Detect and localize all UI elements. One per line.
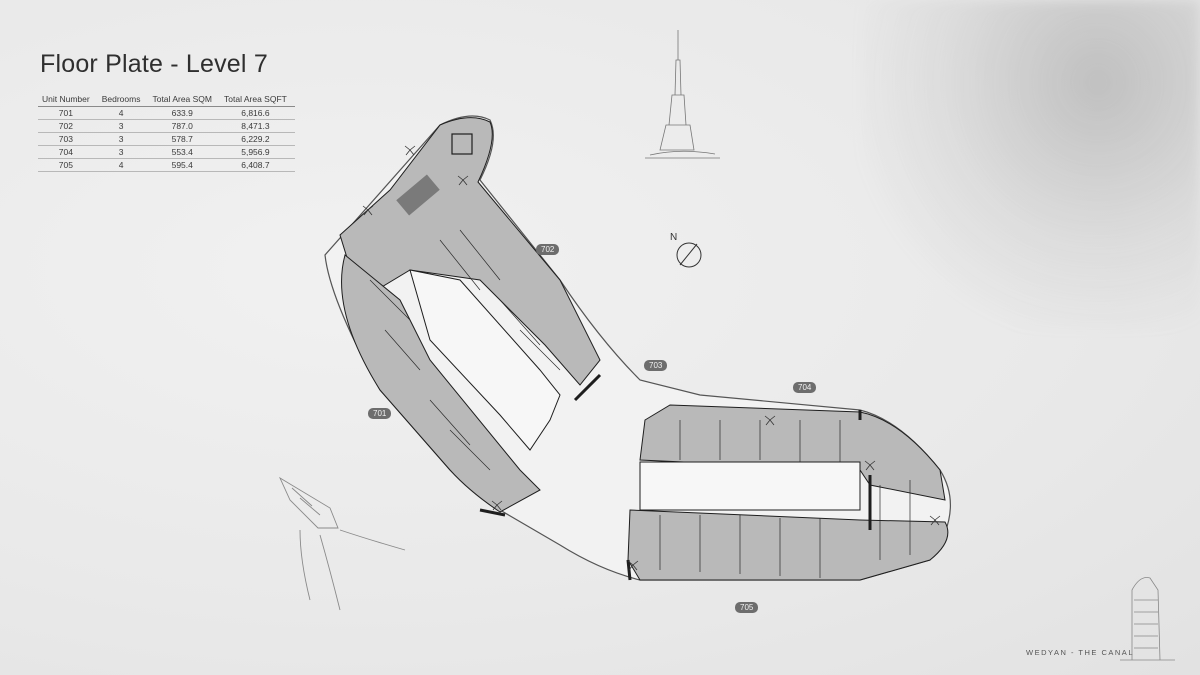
cell-sqft: 5,956.9: [220, 145, 295, 159]
header-bedrooms: Bedrooms: [97, 92, 149, 107]
unit-tag-703: 703: [644, 360, 668, 371]
unit-tag-702: 702: [536, 244, 560, 255]
unit-tag-701: 701: [368, 408, 392, 419]
cell-unit: 701: [38, 106, 98, 120]
cell-unit: 704: [38, 145, 98, 159]
unit-705-area: [627, 509, 949, 581]
page-title: Floor Plate - Level 7: [40, 50, 268, 78]
table-row: 704 3 553.4 5,956.9: [38, 145, 295, 159]
cell-bedrooms: 4: [97, 158, 149, 172]
header-area-sqft: Total Area SQFT: [220, 92, 295, 107]
header-unit-number: Unit Number: [38, 92, 98, 107]
unit-area-table: Unit Number Bedrooms Total Area SQM Tota…: [38, 92, 295, 172]
compass-icon: [676, 242, 702, 268]
boat-sketch: [278, 476, 406, 611]
building-sketch: [1120, 577, 1175, 661]
cell-bedrooms: 3: [97, 119, 149, 133]
cell-bedrooms: 4: [97, 106, 149, 120]
table-row: 701 4 633.9 6,816.6: [38, 106, 295, 120]
cell-unit: 702: [38, 119, 98, 133]
cell-sqft: 6,229.2: [220, 132, 295, 146]
header-area-sqm: Total Area SQM: [148, 92, 220, 107]
corridor-north: [409, 269, 561, 451]
table-row: 702 3 787.0 8,471.3: [38, 119, 295, 133]
unit-tag-704: 704: [793, 382, 817, 393]
unit-701-area: [341, 254, 541, 513]
cell-unit: 705: [38, 158, 98, 172]
cell-sqm: 787.0: [148, 119, 220, 133]
corridor-east: [639, 461, 861, 511]
cell-sqm: 633.9: [148, 106, 220, 120]
cell-bedrooms: 3: [97, 145, 149, 159]
table-row: 703 3 578.7 6,229.2: [38, 132, 295, 146]
burj-tower-sketch: [645, 30, 720, 159]
cell-sqft: 8,471.3: [220, 119, 295, 133]
compass-label: N: [670, 232, 677, 243]
cell-sqft: 6,816.6: [220, 106, 295, 120]
unit-702-area: [339, 117, 601, 386]
room-dividers: [369, 229, 911, 578]
footer-brand: WEDYAN - THE CANAL: [1026, 648, 1134, 657]
unit-tag-705: 705: [735, 602, 759, 613]
table-header-row: Unit Number Bedrooms Total Area SQM Tota…: [38, 92, 295, 107]
table-row: 705 4 595.4 6,408.7: [38, 158, 295, 172]
cell-sqm: 578.7: [148, 132, 220, 146]
palm-shadow: [860, 0, 1200, 330]
stair-block: [396, 174, 440, 216]
palm-tree-icons: [362, 145, 941, 571]
cell-sqft: 6,408.7: [220, 158, 295, 172]
cell-unit: 703: [38, 132, 98, 146]
cell-sqm: 595.4: [148, 158, 220, 172]
pool-square: [451, 133, 473, 155]
cell-sqm: 553.4: [148, 145, 220, 159]
cell-bedrooms: 3: [97, 132, 149, 146]
